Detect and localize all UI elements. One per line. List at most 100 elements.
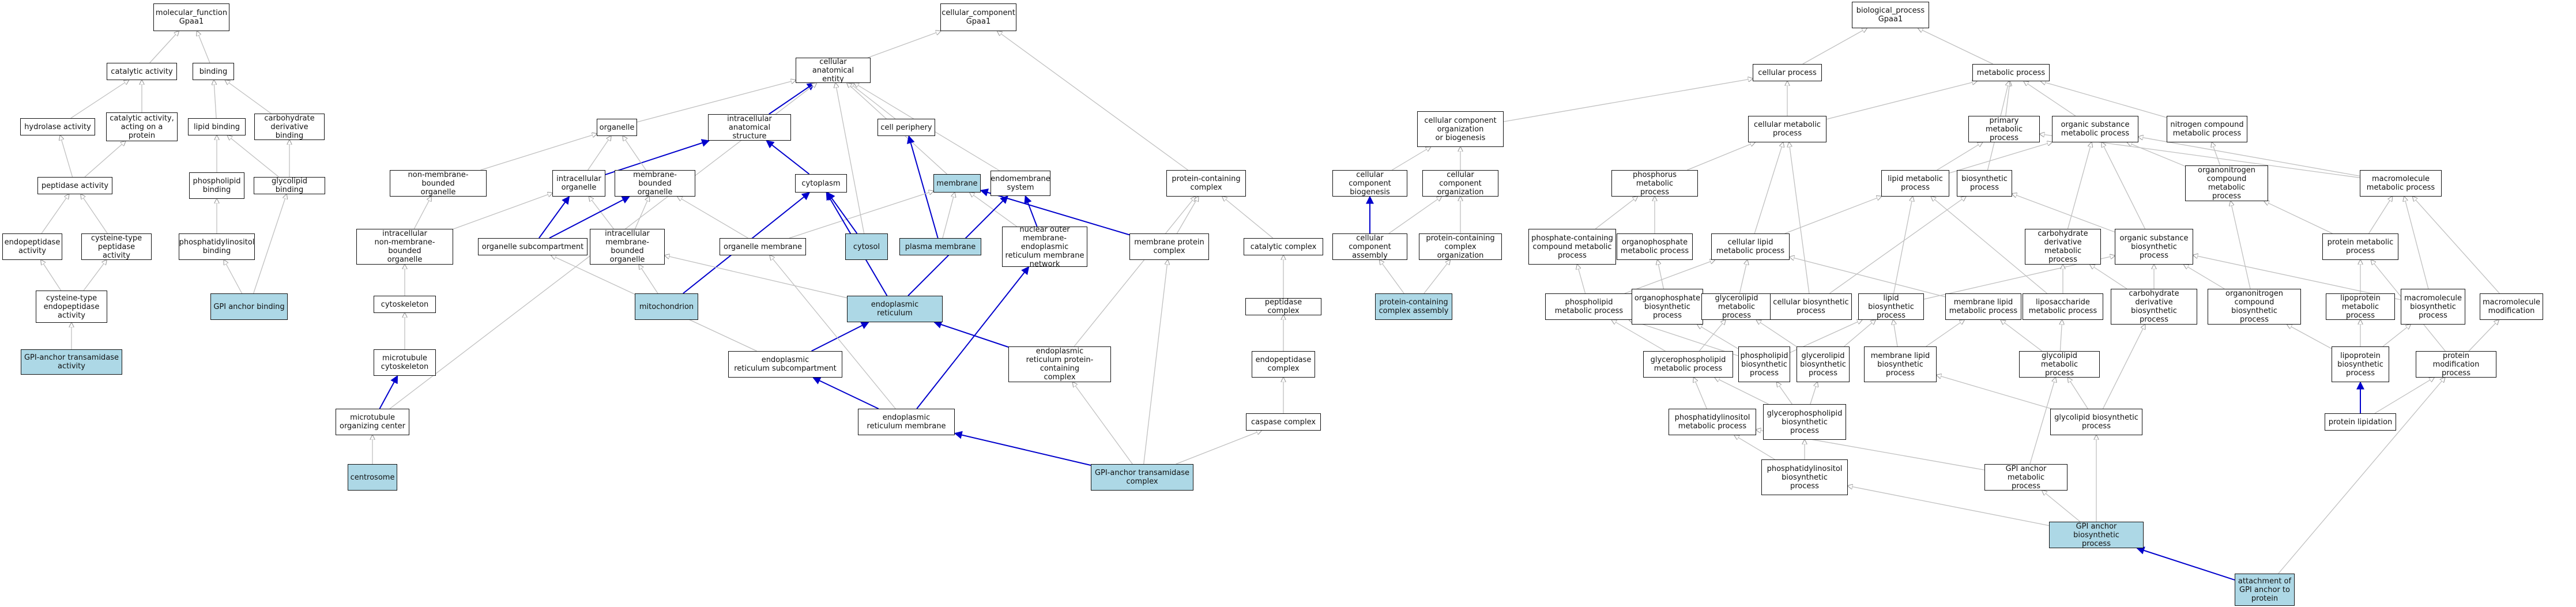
go-term-node[interactable]: carbohydrate derivative metabolic proces… xyxy=(2025,229,2101,265)
go-term-node[interactable]: catalytic activity xyxy=(107,63,177,80)
go-term-node[interactable]: glycolipid metabolic process xyxy=(2019,351,2100,378)
go-term-node[interactable]: organelle xyxy=(597,119,637,136)
go-term-node[interactable]: plasma membrane xyxy=(899,238,981,255)
go-term-node[interactable]: mitochondrion xyxy=(635,293,698,320)
go-term-node[interactable]: endoplasmic reticulum membrane xyxy=(858,409,955,435)
go-term-node[interactable]: carbohydrate derivative binding xyxy=(254,114,325,140)
go-term-node[interactable]: cellular_component Gpaa1 xyxy=(940,3,1016,31)
go-term-node[interactable]: lipid metabolic process xyxy=(1881,170,1949,197)
go-term-node[interactable]: endoplasmic reticulum protein-containing… xyxy=(1008,346,1111,382)
go-term-node[interactable]: phospholipid metabolic process xyxy=(1545,293,1633,320)
go-term-node[interactable]: organic substance biosynthetic process xyxy=(2115,229,2193,265)
go-term-node[interactable]: phosphatidylinositol metabolic process xyxy=(1669,409,1756,435)
go-term-node[interactable]: cellular process xyxy=(1753,64,1822,81)
go-term-node[interactable]: GPI anchor metabolic process xyxy=(1984,464,2067,491)
go-term-node[interactable]: macromolecule modification xyxy=(2480,293,2543,320)
go-term-node[interactable]: glycerophospholipid biosynthetic process xyxy=(1763,404,1846,440)
go-term-node[interactable]: cytoskeleton xyxy=(374,296,436,313)
go-term-node[interactable]: protein-containing complex assembly xyxy=(1375,293,1452,320)
go-term-node[interactable]: lipid biosynthetic process xyxy=(1858,293,1924,320)
go-term-node[interactable]: caspase complex xyxy=(1246,413,1321,431)
go-term-node[interactable]: attachment of GPI anchor to protein xyxy=(2235,574,2295,606)
go-term-node[interactable]: phosphorus metabolic process xyxy=(1611,170,1698,197)
go-term-node[interactable]: membrane-bounded organelle xyxy=(615,170,695,197)
go-term-node[interactable]: intracellular organelle xyxy=(552,170,605,197)
go-term-node[interactable]: catalytic complex xyxy=(1244,238,1323,255)
go-term-node[interactable]: intracellular anatomical structure xyxy=(708,114,791,141)
go-term-node[interactable]: hydrolase activity xyxy=(20,118,95,135)
go-term-node[interactable]: lipoprotein metabolic process xyxy=(2326,293,2395,320)
go-term-node[interactable]: microtubule cytoskeleton xyxy=(374,349,436,376)
go-term-node[interactable]: endopeptidase complex xyxy=(1252,351,1315,378)
go-term-node[interactable]: glycerolipid biosynthetic process xyxy=(1797,346,1850,382)
go-term-node[interactable]: organonitrogen compound biosynthetic pro… xyxy=(2208,289,2301,325)
go-term-node[interactable]: organelle membrane xyxy=(720,238,806,255)
go-term-node[interactable]: cytosol xyxy=(845,233,888,260)
go-term-node[interactable]: intracellular non-membrane-bounded organ… xyxy=(356,229,453,265)
go-term-node[interactable]: phosphate-containing compound metabolic … xyxy=(1528,229,1616,265)
go-term-node[interactable]: protein modification process xyxy=(2416,351,2496,378)
go-term-node[interactable]: cellular component organization xyxy=(1422,170,1498,197)
go-term-node[interactable]: membrane xyxy=(933,174,981,193)
go-term-node[interactable]: peptidase activity xyxy=(37,177,112,194)
go-term-node[interactable]: intracellular membrane-bounded organelle xyxy=(590,229,665,265)
go-term-node[interactable]: protein lipidation xyxy=(2325,413,2396,431)
go-term-node[interactable]: phosphatidylinositol biosynthetic proces… xyxy=(1761,459,1848,495)
go-term-node[interactable]: GPI anchor biosynthetic process xyxy=(2049,522,2144,548)
go-term-node[interactable]: protein metabolic process xyxy=(2322,233,2398,260)
go-term-node[interactable]: lipid binding xyxy=(188,118,246,135)
go-term-node[interactable]: lipoprotein biosynthetic process xyxy=(2332,346,2389,382)
go-term-node[interactable]: biosynthetic process xyxy=(1957,170,2012,197)
go-term-node[interactable]: peptidase complex xyxy=(1245,298,1321,315)
go-term-node[interactable]: membrane lipid biosynthetic process xyxy=(1864,346,1937,382)
go-term-node[interactable]: centrosome xyxy=(348,464,397,491)
go-term-node[interactable]: organelle subcompartment xyxy=(478,238,587,255)
go-term-node[interactable]: endoplasmic reticulum subcompartment xyxy=(728,351,842,378)
go-term-node[interactable]: membrane protein complex xyxy=(1129,233,1209,260)
go-term-node[interactable]: carbohydrate derivative biosynthetic pro… xyxy=(2111,289,2197,325)
go-term-node[interactable]: glycolipid binding xyxy=(254,177,325,194)
go-term-node[interactable]: membrane lipid metabolic process xyxy=(1945,293,2021,320)
go-term-node[interactable]: metabolic process xyxy=(1972,64,2050,81)
go-term-node[interactable]: cytoplasm xyxy=(795,174,847,193)
go-term-node[interactable]: organophosphate metabolic process xyxy=(1617,233,1693,260)
go-term-node[interactable]: GPI-anchor transamidase activity xyxy=(21,349,122,375)
go-term-node[interactable]: glycerophospholipid metabolic process xyxy=(1643,351,1733,378)
go-term-node[interactable]: protein-containing complex xyxy=(1166,170,1246,197)
go-term-node[interactable]: nuclear outer membrane-endoplasmic retic… xyxy=(1002,225,1087,269)
go-term-node[interactable]: cysteine-type endopeptidase activity xyxy=(36,291,107,323)
go-term-node[interactable]: cellular component assembly xyxy=(1332,233,1407,260)
go-term-node[interactable]: organonitrogen compound metabolic proces… xyxy=(2185,165,2268,201)
go-term-node[interactable]: cellular component biogenesis xyxy=(1332,170,1407,197)
go-term-node[interactable]: binding xyxy=(193,63,234,80)
go-term-node[interactable]: microtubule organizing center xyxy=(336,409,409,435)
go-term-node[interactable]: cellular biosynthetic process xyxy=(1770,293,1852,320)
go-term-node[interactable]: non-membrane-bounded organelle xyxy=(390,170,487,197)
go-term-node[interactable]: GPI anchor binding xyxy=(210,293,288,320)
go-term-node[interactable]: phosphatidylinositol binding xyxy=(179,233,255,260)
go-term-node[interactable]: catalytic activity, acting on a protein xyxy=(106,112,178,141)
go-term-node[interactable]: organophosphate biosynthetic process xyxy=(1632,289,1703,325)
go-term-node[interactable]: cellular lipid metabolic process xyxy=(1711,233,1790,260)
go-term-node[interactable]: cellular metabolic process xyxy=(1748,116,1826,142)
go-term-node[interactable]: cell periphery xyxy=(878,119,935,136)
go-term-node[interactable]: cellular component organization or bioge… xyxy=(1417,111,1504,147)
go-term-node[interactable]: liposaccharide metabolic process xyxy=(2023,293,2103,320)
go-term-node[interactable]: endoplasmic reticulum xyxy=(847,296,943,322)
go-term-node[interactable]: nitrogen compound metabolic process xyxy=(2167,116,2247,142)
go-term-node[interactable]: macromolecule metabolic process xyxy=(2360,170,2442,197)
go-term-node[interactable]: organic substance metabolic process xyxy=(2052,116,2138,142)
go-term-node[interactable]: endopeptidase activity xyxy=(2,233,62,260)
go-term-node[interactable]: primary metabolic process xyxy=(1968,116,2040,142)
go-term-node[interactable]: macromolecule biosynthetic process xyxy=(2401,289,2465,325)
go-term-node[interactable]: glycerolipid metabolic process xyxy=(1701,293,1772,320)
go-term-node[interactable]: phospholipid biosynthetic process xyxy=(1738,346,1790,382)
go-term-node[interactable]: cellular anatomical entity xyxy=(796,58,871,84)
go-term-node[interactable]: molecular_function Gpaa1 xyxy=(153,3,229,31)
go-term-node[interactable]: phospholipid binding xyxy=(189,172,244,199)
go-term-node[interactable]: glycolipid biosynthetic process xyxy=(2050,409,2142,435)
go-term-node[interactable]: cysteine-type peptidase activity xyxy=(81,233,152,260)
go-term-node[interactable]: GPI-anchor transamidase complex xyxy=(1091,464,1193,491)
go-term-node[interactable]: biological_process Gpaa1 xyxy=(1852,2,1929,28)
go-term-node[interactable]: protein-containing complex organization xyxy=(1419,233,1502,260)
